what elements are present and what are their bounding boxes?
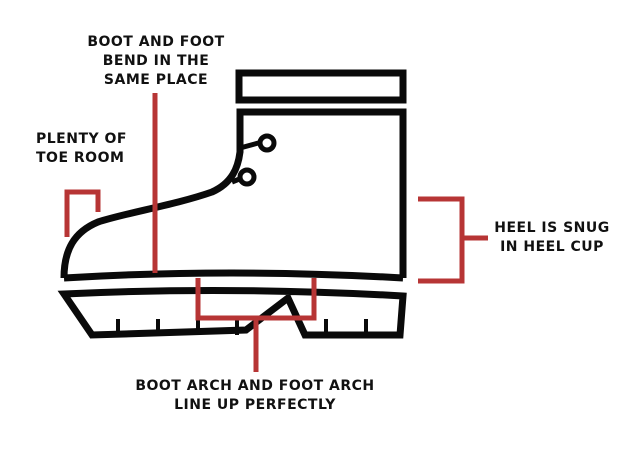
lace-hooks: [231, 133, 277, 187]
boot-upper: [60, 108, 407, 279]
boot-midsole: [63, 269, 404, 282]
heel-bracket: [418, 196, 465, 284]
bend-label: BOOT AND FOOT BEND IN THE SAME PLACE: [87, 34, 225, 88]
sole-tread: [116, 319, 368, 335]
boot-collar: [235, 69, 407, 104]
toe-room-label: PLENTY OF TOE ROOM: [36, 131, 127, 166]
arch-label: BOOT ARCH AND FOOT ARCH LINE UP PERFECTL…: [135, 378, 375, 413]
heel-label: HEEL IS SNUG IN HEEL CUP: [494, 220, 610, 255]
toe-room-bracket: [64, 189, 101, 237]
boot-outsole: [57, 286, 407, 339]
